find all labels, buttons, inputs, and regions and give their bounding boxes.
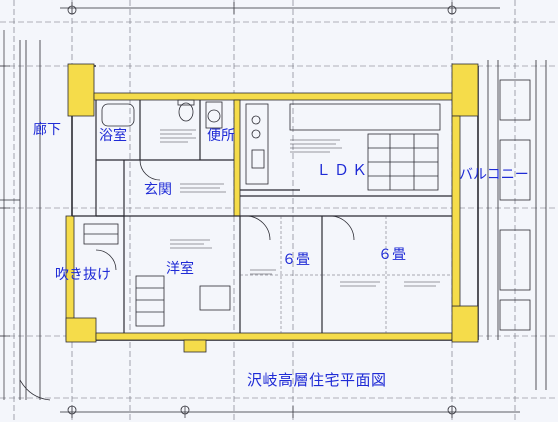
room-label-balcony: バルコニー: [459, 167, 529, 183]
room-label-wash: 便所: [207, 128, 235, 144]
dimension-marks: [0, 2, 520, 418]
grid-markers: [67, 5, 457, 415]
room-label-tatami-b: ６畳: [378, 247, 406, 263]
exterior-left-structure: [0, 40, 51, 401]
room-label-void: 吹き抜け: [55, 267, 111, 283]
room-label-ldk: ＬＤＫ: [316, 161, 371, 179]
fixtures: [83, 99, 441, 327]
room-label-corridor: 廊下: [33, 122, 61, 138]
tatami-mats: [240, 216, 452, 333]
drawing-title: 沢岐高層住宅平面図: [247, 371, 387, 389]
interior-walls: [72, 100, 452, 333]
room-label-western: 洋室: [166, 261, 194, 277]
exterior-right-structure: [487, 60, 547, 390]
room-label-bath: 浴室: [99, 128, 127, 144]
room-label-tatami-a: ６畳: [282, 252, 310, 268]
drawing-notes: [160, 129, 440, 287]
room-label-entrance: 玄関: [144, 182, 172, 198]
